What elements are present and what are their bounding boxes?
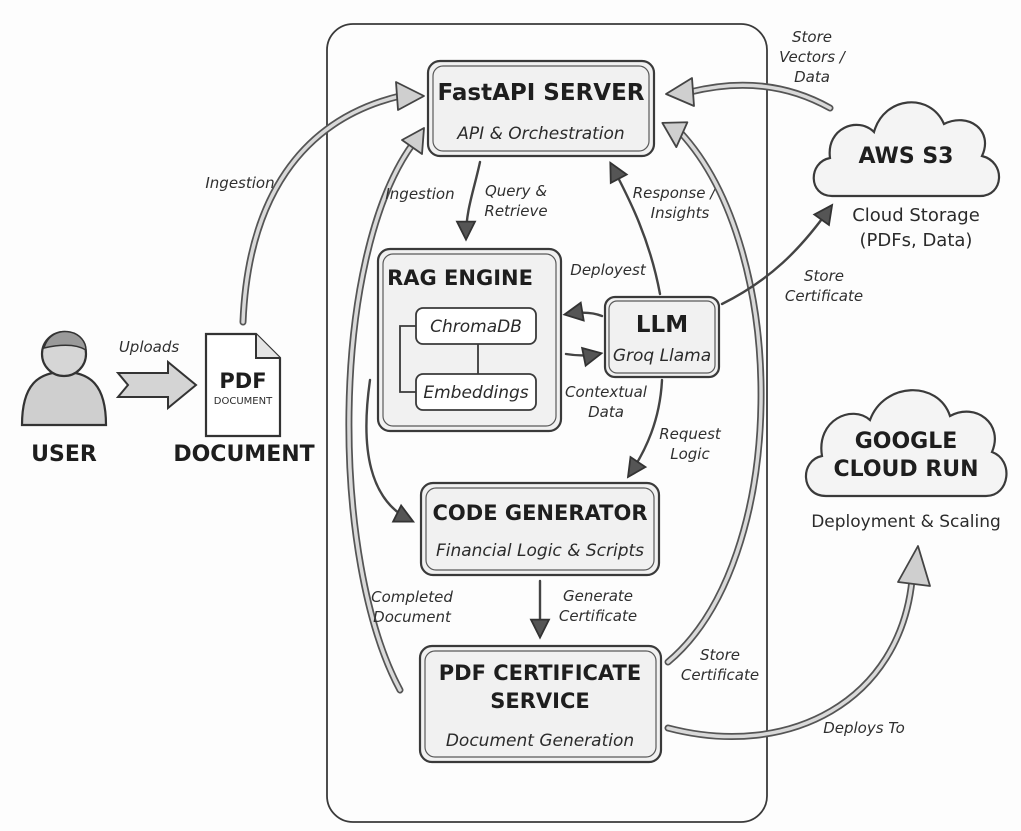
rag-to-llm-arrow	[564, 354, 598, 356]
document-label: DOCUMENT	[173, 442, 314, 467]
store-cert-bottom-label-2: Certificate	[681, 666, 759, 684]
request-label-1: Request	[659, 425, 722, 443]
store-vectors-label-2: Vectors /	[779, 48, 847, 66]
pdfcert-title-1: PDF CERTIFICATE	[439, 661, 641, 685]
response-label-2: Insights	[651, 204, 710, 222]
query-arrow	[466, 160, 482, 236]
embeddings-box	[415, 373, 537, 411]
user-icon	[20, 330, 108, 427]
deploys-to-label: Deploys To	[823, 719, 905, 737]
store-vectors-label-1: Store	[792, 28, 832, 46]
s3-title: AWS S3	[859, 144, 954, 169]
pdf-icon-subtext: DOCUMENT	[214, 396, 273, 407]
contextual-label-2: Data	[588, 403, 624, 421]
ingestion-inner-label: Ingestion	[385, 185, 454, 203]
query-label-1: Query &	[485, 182, 547, 200]
deployest-arrow	[568, 313, 604, 316]
gcr-subtitle: Deployment & Scaling	[811, 512, 1001, 532]
generate-label-1: Generate	[563, 587, 633, 605]
uploads-arrow	[115, 359, 198, 411]
request-label-2: Logic	[670, 445, 710, 463]
deploys-to-arrow	[664, 545, 931, 740]
store-vectors-arrow	[665, 77, 834, 112]
ingestion-inner-arrow	[345, 127, 425, 694]
rag-title: RAG ENGINE	[387, 266, 533, 290]
rag-connector	[399, 325, 479, 393]
deployest-label: Deployest	[570, 261, 647, 279]
fastapi-title: FastAPI SERVER	[438, 80, 645, 106]
code-generator-box	[419, 481, 661, 577]
codegen-subtitle: Financial Logic & Scripts	[436, 541, 644, 561]
chromadb-label: ChromaDB	[430, 317, 522, 337]
pdfcert-title-2: SERVICE	[490, 689, 589, 713]
codegen-title: CODE GENERATOR	[433, 501, 648, 525]
store-cert-llm-label-1: Store	[804, 267, 844, 285]
gcr-title-2: CLOUD RUN	[833, 457, 978, 482]
response-label-1: Response /	[633, 184, 717, 202]
fastapi-server-box	[426, 59, 656, 158]
query-label-2: Retrieve	[484, 202, 547, 220]
store-cert-llm-label-2: Certificate	[785, 287, 863, 305]
store-cert-bottom-label-1: Store	[700, 646, 740, 664]
aws-s3-cloud	[812, 101, 1001, 198]
llm-box	[603, 295, 721, 379]
store-vectors-label-3: Data	[794, 68, 830, 86]
uploads-label: Uploads	[119, 338, 180, 356]
ingestion-outer-label: Ingestion	[205, 174, 274, 192]
ingestion-outer-arrow	[239, 81, 425, 326]
user-label: USER	[31, 442, 97, 467]
s3-line-2: (PDFs, Data)	[860, 230, 973, 251]
contextual-label-1: Contextual	[565, 383, 648, 401]
store-certificate-s3-arrow	[720, 208, 830, 306]
pdf-icon-text: PDF	[219, 369, 266, 393]
response-arrow	[612, 166, 662, 296]
embeddings-label: Embeddings	[423, 383, 528, 403]
s3-line-1: Cloud Storage	[852, 205, 980, 226]
generate-label-2: Certificate	[559, 607, 637, 625]
store-certificate-return-arrow	[661, 121, 765, 666]
google-cloud-run-cloud	[804, 389, 1008, 498]
gcr-title-1: GOOGLE	[855, 429, 958, 454]
rag-to-codegen-arrow	[365, 378, 410, 520]
pdfcert-subtitle: Document Generation	[446, 731, 634, 751]
completed-label-2: Document	[373, 608, 452, 626]
system-container	[326, 23, 768, 823]
chromadb-box	[415, 307, 537, 345]
llm-subtitle: Groq Llama	[613, 346, 711, 366]
llm-title: LLM	[636, 312, 688, 338]
request-logic-arrow	[630, 378, 664, 474]
fastapi-subtitle: API & Orchestration	[456, 124, 624, 144]
pdf-certificate-service-box	[418, 644, 663, 764]
pdf-document-icon	[204, 332, 282, 438]
completed-label-1: Completed	[371, 588, 453, 606]
